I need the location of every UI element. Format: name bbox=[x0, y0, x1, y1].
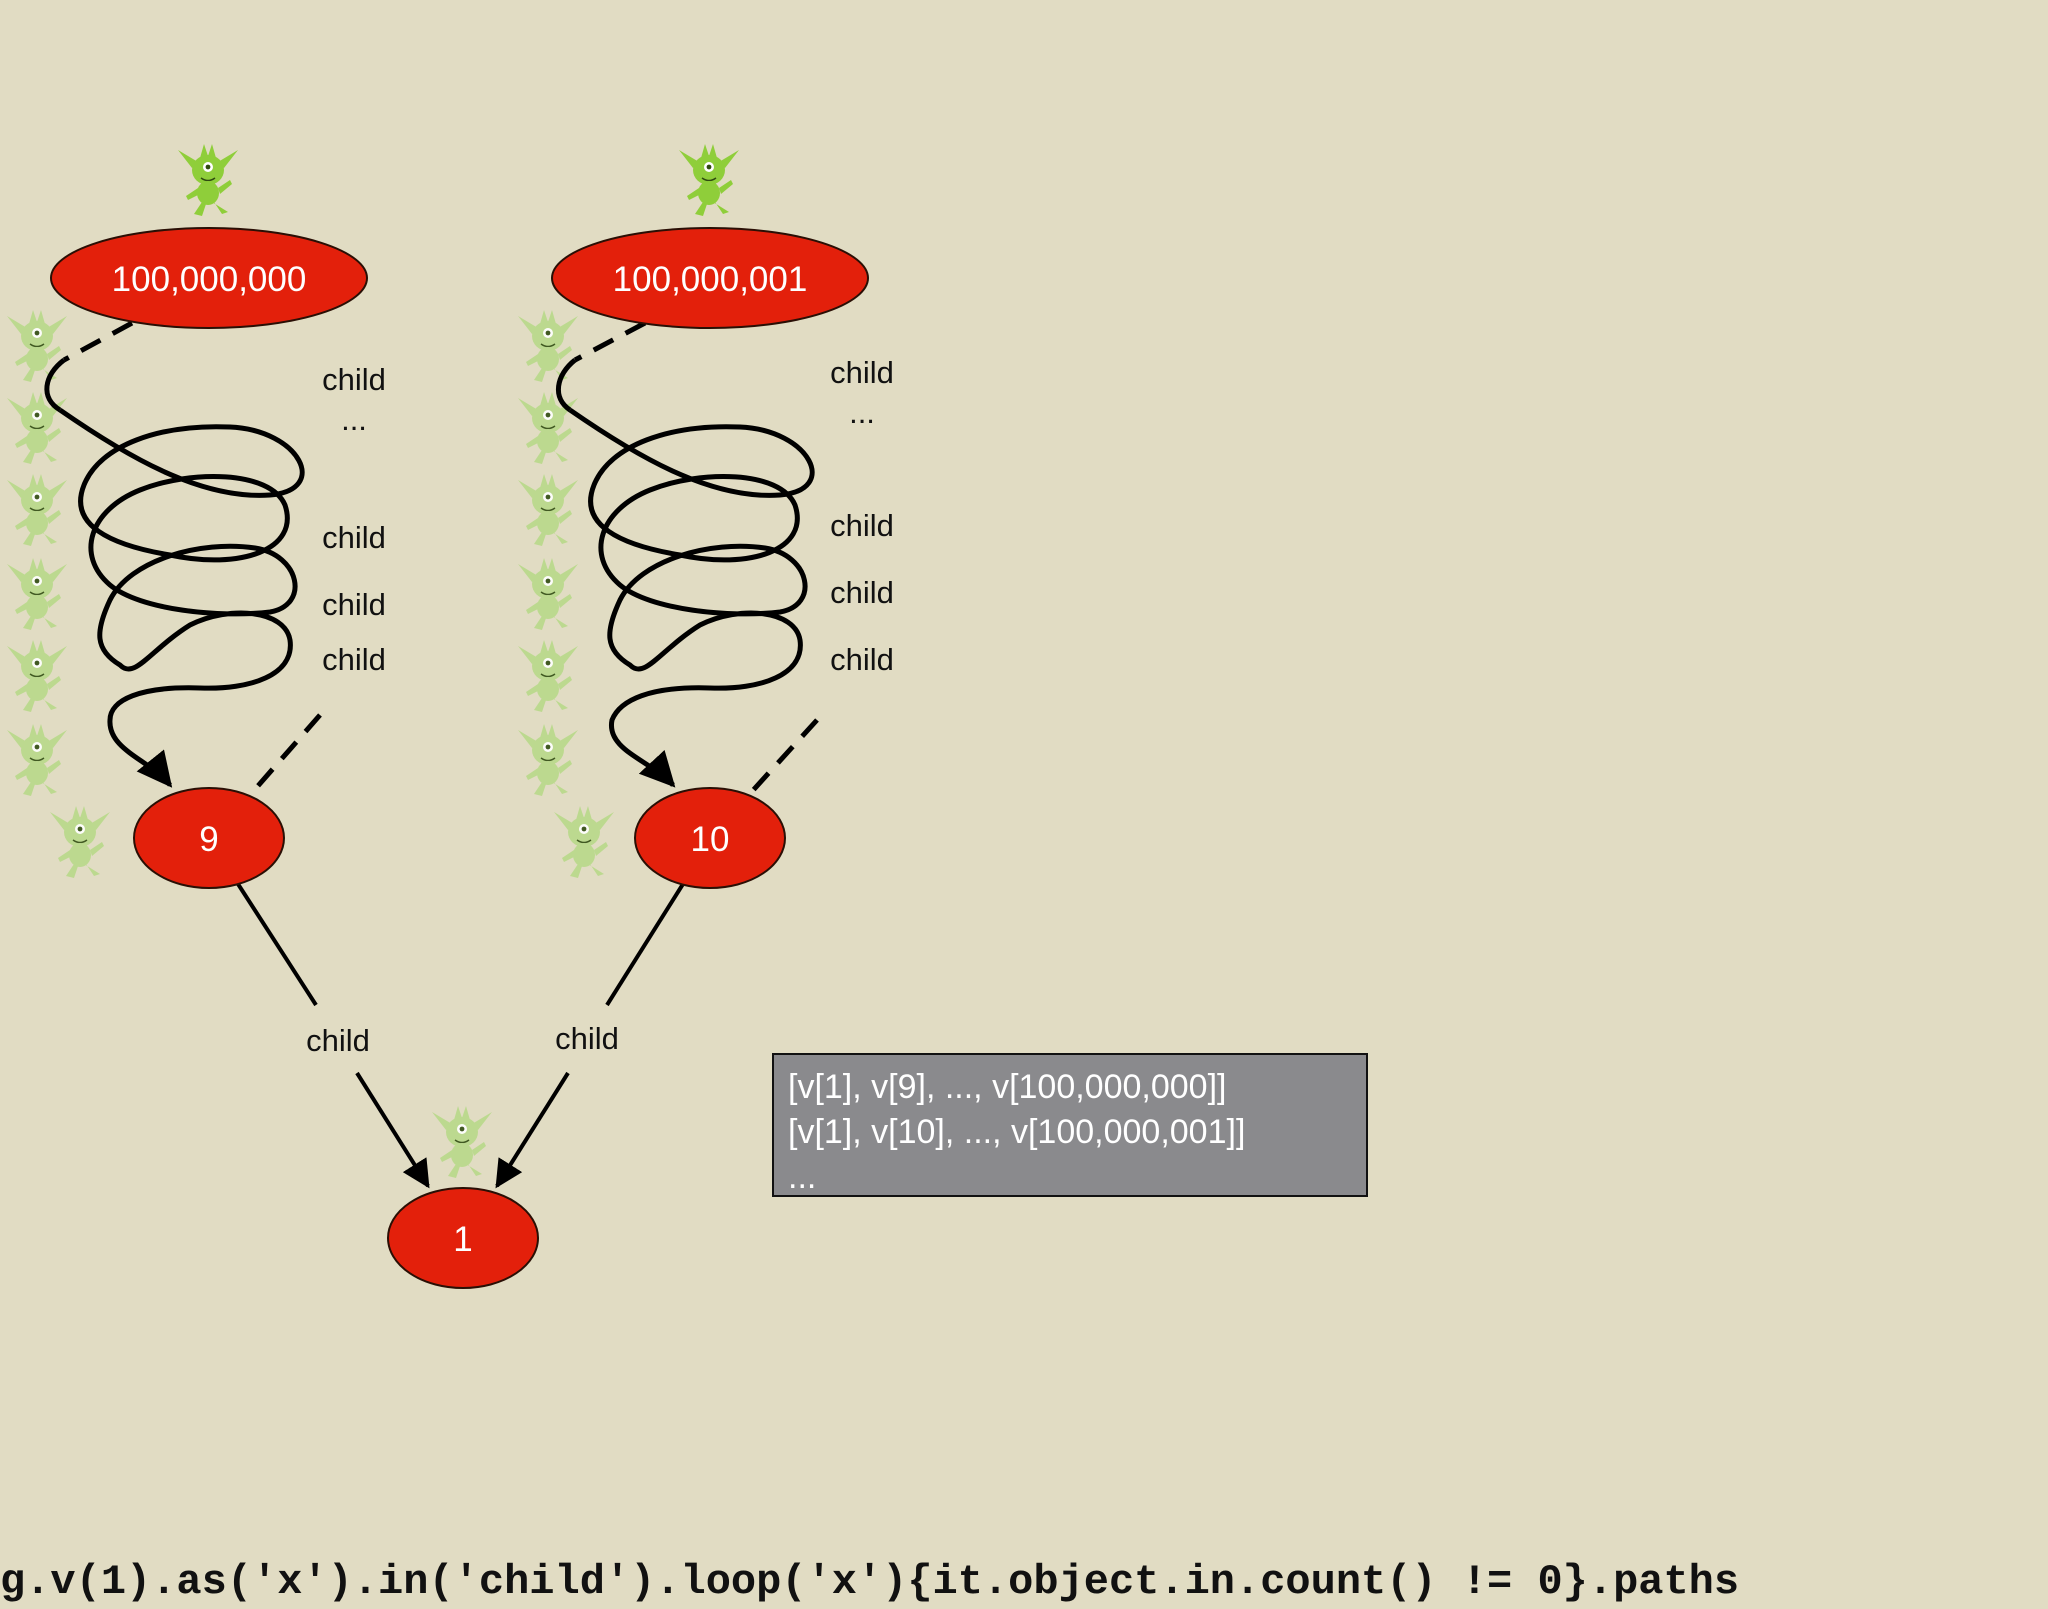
node-100000000: 100,000,000 bbox=[50, 227, 368, 329]
gremlin-icon bbox=[6, 391, 68, 465]
result-line: [v[1], v[10], ..., v[100,000,001]] bbox=[788, 1113, 1246, 1151]
result-line: ... bbox=[788, 1158, 817, 1196]
edge-label: child bbox=[322, 587, 386, 622]
gremlin-icon bbox=[517, 309, 579, 383]
result-line: [v[1], v[9], ..., v[100,000,000]] bbox=[788, 1068, 1227, 1106]
gremlin-icon bbox=[49, 805, 111, 879]
edge-label: child bbox=[830, 355, 894, 390]
node-label: 100,000,000 bbox=[112, 260, 307, 299]
edge-label: child bbox=[322, 520, 386, 555]
edge-label: child bbox=[322, 642, 386, 677]
left-path-edges bbox=[44, 320, 322, 797]
gremlin-icon bbox=[6, 639, 68, 713]
node-9: 9 bbox=[133, 787, 285, 889]
gremlin-query: g.v(1).as('x').in('child').loop('x'){it.… bbox=[0, 1558, 1740, 1606]
node-label: 9 bbox=[199, 820, 218, 859]
gremlin-icon bbox=[517, 473, 579, 547]
node-1: 1 bbox=[387, 1187, 539, 1289]
edge-label: ... bbox=[849, 395, 875, 430]
node-label: 10 bbox=[691, 820, 730, 859]
edge-label: ... bbox=[341, 402, 367, 437]
lower-edges bbox=[236, 882, 685, 1189]
node-10: 10 bbox=[634, 787, 786, 889]
edge-label: child bbox=[555, 1021, 619, 1056]
gremlin-icon bbox=[517, 639, 579, 713]
gremlin-icon bbox=[6, 723, 68, 797]
gremlin-icon bbox=[177, 143, 239, 217]
edge-label: child bbox=[830, 508, 894, 543]
gremlin-icon bbox=[517, 391, 579, 465]
gremlin-icon bbox=[517, 723, 579, 797]
edge-label: child bbox=[322, 362, 386, 397]
gremlin-icon bbox=[431, 1105, 493, 1179]
gremlin-icon bbox=[678, 143, 740, 217]
gremlin-icon bbox=[6, 473, 68, 547]
gremlin-icon bbox=[6, 557, 68, 631]
node-label: 1 bbox=[453, 1220, 472, 1259]
node-label: 100,000,001 bbox=[613, 260, 808, 299]
gremlin-icon bbox=[6, 309, 68, 383]
gremlin-icon bbox=[517, 557, 579, 631]
gremlin-icon bbox=[553, 805, 615, 879]
paths-result-box: [v[1], v[9], ..., v[100,000,000]] [v[1],… bbox=[772, 1053, 1368, 1197]
edge-label: child bbox=[830, 642, 894, 677]
right-path-edges bbox=[555, 320, 819, 800]
edge-label: child bbox=[306, 1023, 370, 1058]
edge-label: child bbox=[830, 575, 894, 610]
node-100000001: 100,000,001 bbox=[551, 227, 869, 329]
